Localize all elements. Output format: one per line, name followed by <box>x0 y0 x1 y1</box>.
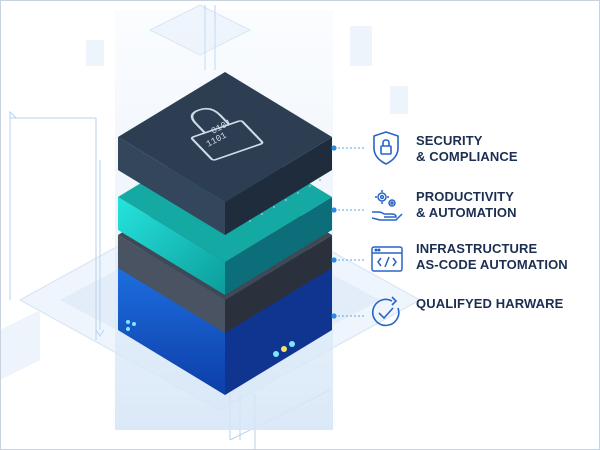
led-indicators-left <box>126 320 136 331</box>
label-security-line-2: & COMPLIANCE <box>416 149 518 164</box>
label-security: SECURITY & COMPLIANCE <box>416 133 518 165</box>
check-circle-icon <box>372 296 400 327</box>
gears-hand-icon <box>371 190 403 221</box>
label-security-line-1: SECURITY <box>416 133 483 148</box>
label-productivity-line-1: PRODUCTIVITY <box>416 189 514 204</box>
code-window-icon <box>371 246 403 272</box>
shield-lock-icon <box>373 131 399 165</box>
label-infrastructure: INFRASTRUCTURE AS-CODE AUTOMATION <box>416 241 568 273</box>
label-productivity-line-2: & AUTOMATION <box>416 205 517 220</box>
led-indicators-right <box>273 341 295 357</box>
layer-security <box>118 72 332 235</box>
label-hardware-line-1: QUALIFYED HARWARE <box>416 296 564 311</box>
label-infrastructure-line-2: AS-CODE AUTOMATION <box>416 257 568 272</box>
label-infrastructure-line-1: INFRASTRUCTURE <box>416 241 538 256</box>
padlock-icon <box>190 107 264 161</box>
circuit-dots <box>249 179 321 222</box>
label-hardware: QUALIFYED HARWARE <box>416 296 563 312</box>
connector-dots <box>331 145 337 319</box>
label-productivity: PRODUCTIVITY & AUTOMATION <box>416 189 517 221</box>
connectors <box>334 147 364 317</box>
